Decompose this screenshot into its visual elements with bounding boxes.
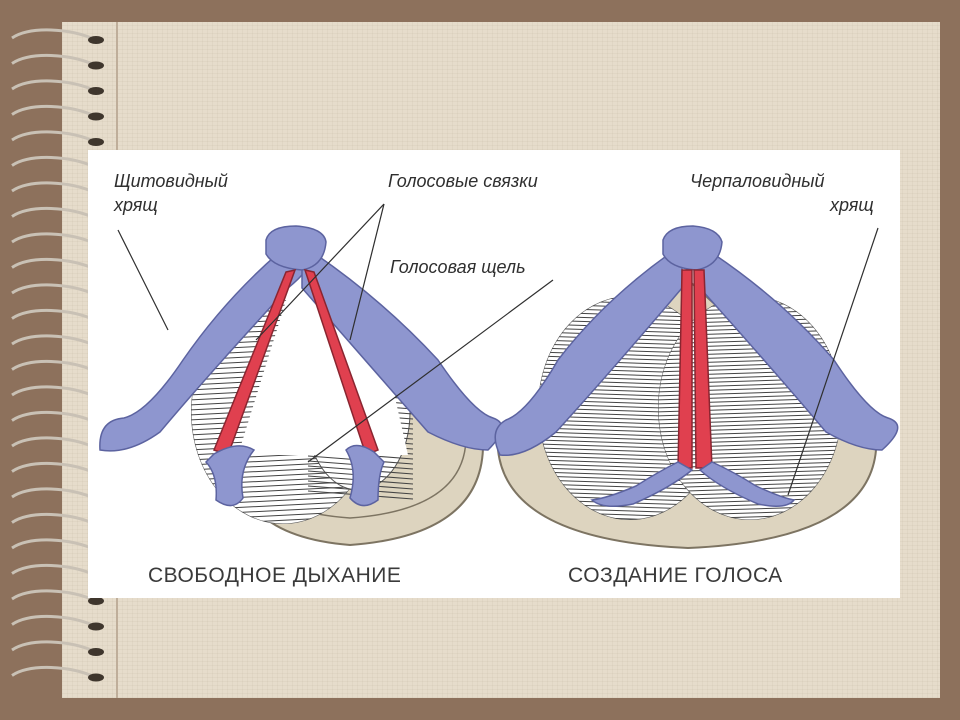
spiral-ring <box>11 487 97 501</box>
binding-hole <box>88 673 104 682</box>
binding-hole <box>88 138 104 146</box>
spiral-ring <box>11 258 97 271</box>
spiral-ring <box>11 462 97 475</box>
binding-hole <box>88 112 104 121</box>
arytenoid-left-a <box>204 445 256 507</box>
spiral-ring <box>11 28 97 42</box>
caption-free-breathing: СВОБОДНОЕ ДЫХАНИЕ <box>148 564 402 587</box>
label-thyroid-cartilage-line2: хрящ <box>114 195 158 215</box>
thyroid-notch-left <box>265 225 327 271</box>
spiral-ring <box>11 283 97 297</box>
larynx-drawing <box>99 203 899 550</box>
larynx-closed <box>494 225 899 550</box>
label-thyroid-cartilage-line1: Щитовидный <box>114 171 228 191</box>
thyroid-cartilage-right-b <box>699 243 899 451</box>
spiral-ring <box>11 640 97 654</box>
label-glottis: Голосовая щель <box>390 257 526 277</box>
spiral-ring <box>11 360 97 373</box>
binding-hole <box>88 36 104 44</box>
spiral-ring <box>11 564 97 577</box>
spiral-ring <box>11 54 97 67</box>
spiral-ring <box>11 589 97 603</box>
arytenoid-right-a <box>590 461 694 507</box>
binding-hole <box>88 597 104 605</box>
spiral-ring <box>11 436 97 450</box>
label-arytenoid-cartilage-line2: хрящ <box>830 195 874 215</box>
thyroid-cartilage-right-a <box>494 243 683 457</box>
arytenoid-left-b <box>345 444 385 507</box>
caption-voice-production: СОЗДАНИЕ ГОЛОСА <box>568 564 783 587</box>
spiral-ring <box>11 232 97 246</box>
larynx-open <box>99 225 503 547</box>
spiral-ring <box>11 666 97 679</box>
spiral-ring <box>11 411 97 424</box>
binding-hole <box>88 622 104 631</box>
label-arytenoid-cartilage-line1: Черпаловидный <box>690 171 825 191</box>
spiral-ring <box>11 334 97 348</box>
spiral-ring <box>11 156 97 169</box>
binding-hole <box>88 87 104 95</box>
spiral-ring <box>11 181 97 195</box>
leader-lines <box>117 203 879 496</box>
spiral-ring <box>11 79 97 93</box>
spiral-binding <box>11 28 104 682</box>
binding-hole <box>88 61 104 70</box>
vocal-cord-right-a <box>677 269 693 469</box>
spiral-ring <box>11 385 97 399</box>
thyroid-notch-right <box>662 225 723 271</box>
spiral-ring <box>11 513 97 526</box>
arytenoid-right-b <box>698 461 796 507</box>
label-vocal-cords: Голосовые связки <box>388 171 538 191</box>
spiral-ring <box>11 538 97 552</box>
spiral-ring <box>11 105 97 118</box>
spiral-ring <box>11 309 97 322</box>
spiral-ring <box>11 615 97 628</box>
spiral-ring <box>11 130 97 144</box>
vocal-cord-left-b <box>303 268 379 457</box>
spiral-ring <box>11 207 97 220</box>
larynx-diagram: Щитовидный хрящ Голосовые связки Голосов… <box>88 150 900 598</box>
binding-hole <box>88 648 104 656</box>
